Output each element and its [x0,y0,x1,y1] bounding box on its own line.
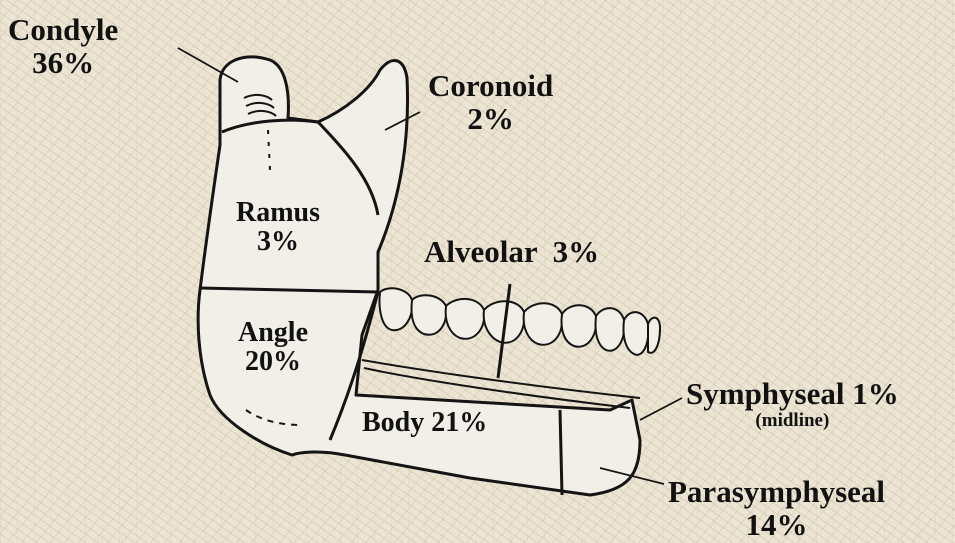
body-label: Body 21% [362,408,487,437]
coronoid-percent: 2% [428,103,553,136]
tooth-7 [595,308,624,351]
condyle-name: Condyle [8,14,118,47]
parasymphyseal-name: Parasymphyseal [668,476,885,509]
tooth-9 [648,318,660,353]
body-parasymphyseal-divider [560,410,562,495]
tooth-3 [446,299,485,339]
ramus-name: Ramus [236,198,320,227]
ramus-percent: 3% [236,227,320,256]
angle-percent: 20% [238,347,308,376]
symphyseal-note: (midline) [686,411,899,431]
ramus-label: Ramus 3% [236,198,320,257]
parasymphyseal-label: Parasymphyseal 14% [668,476,885,541]
alveolar-label: Alveolar 3% [424,236,599,269]
parasymphyseal-percent: 14% [668,509,885,542]
tooth-6 [562,305,597,347]
condyle-label: Condyle 36% [8,14,118,79]
teeth [380,288,661,354]
tooth-2 [412,295,447,335]
angle-name: Angle [238,318,308,347]
tooth-5 [524,303,563,345]
coronoid-label: Coronoid 2% [428,70,553,135]
tooth-8 [623,312,648,355]
tooth-1 [380,288,413,330]
coronoid-name: Coronoid [428,70,553,103]
symphyseal-pointer [640,398,682,420]
symphyseal-label: Symphyseal 1% (midline) [686,378,899,430]
symphyseal-text: Symphyseal 1% [686,378,899,411]
condyle-percent: 36% [8,47,118,80]
angle-label: Angle 20% [238,318,308,377]
